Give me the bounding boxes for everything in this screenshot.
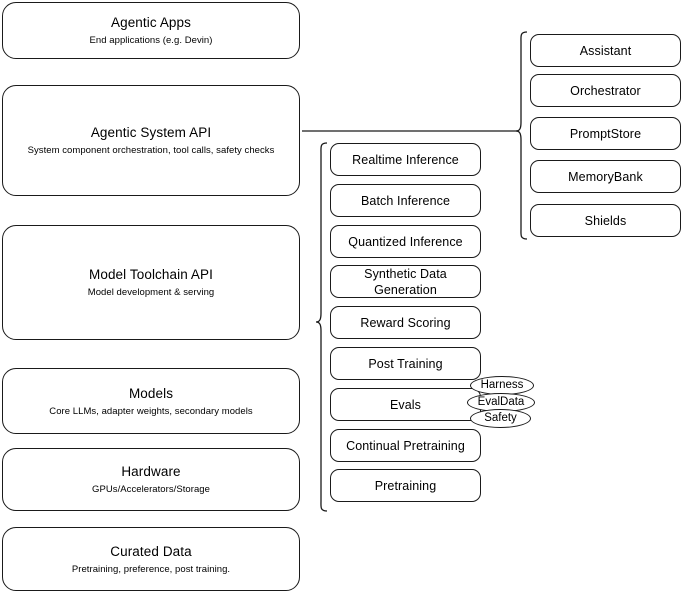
capability-quantized-inference[interactable]: Quantized Inference xyxy=(330,225,481,258)
system-component-orchestrator[interactable]: Orchestrator xyxy=(530,74,681,107)
layer-title: Agentic System API xyxy=(90,125,212,140)
system-component-label: PromptStore xyxy=(569,126,642,141)
eval-tag-safety[interactable]: Safety xyxy=(470,409,531,428)
capability-label: Synthetic Data Generation xyxy=(364,266,447,297)
layer-subtitle: Model development & serving xyxy=(87,287,215,298)
capability-label: Reward Scoring xyxy=(360,315,451,330)
layer-subtitle: Core LLMs, adapter weights, secondary mo… xyxy=(49,405,253,417)
layer-card-agentic-apps[interactable]: Agentic Apps End applications (e.g. Devi… xyxy=(2,2,300,59)
layer-subtitle: System component orchestration, tool cal… xyxy=(27,145,275,156)
eval-tag-label: Harness xyxy=(480,379,524,391)
brace-system-components xyxy=(515,31,528,240)
capability-continual-pretraining[interactable]: Continual Pretraining xyxy=(330,429,481,462)
eval-tag-label: Safety xyxy=(484,412,517,424)
system-component-memorybank[interactable]: MemoryBank xyxy=(530,160,681,193)
eval-tag-label: EvalData xyxy=(477,396,525,408)
system-component-label: MemoryBank xyxy=(568,169,643,184)
layer-subtitle: End applications (e.g. Devin) xyxy=(89,35,213,46)
layer-card-curated-data[interactable]: Curated Data Pretraining, preference, po… xyxy=(2,527,300,591)
brace-toolchain-capabilities xyxy=(315,142,328,512)
capability-label: Quantized Inference xyxy=(348,234,463,249)
capability-reward-scoring[interactable]: Reward Scoring xyxy=(330,306,481,339)
capability-label: Pretraining xyxy=(374,478,437,493)
system-component-label: Assistant xyxy=(579,43,632,58)
capability-label: Evals xyxy=(389,397,422,412)
capability-label: Realtime Inference xyxy=(352,152,459,167)
layer-card-hardware[interactable]: Hardware GPUs/Accelerators/Storage xyxy=(2,448,300,511)
system-component-label: Orchestrator xyxy=(570,83,641,98)
layer-title: Model Toolchain API xyxy=(89,267,213,282)
layer-title: Curated Data xyxy=(110,543,192,559)
layer-card-agentic-system-api[interactable]: Agentic System API System component orch… xyxy=(2,85,300,196)
system-component-assistant[interactable]: Assistant xyxy=(530,34,681,67)
layer-title: Models xyxy=(128,385,174,401)
system-component-promptstore[interactable]: PromptStore xyxy=(530,117,681,150)
layer-card-model-toolchain-api[interactable]: Model Toolchain API Model development & … xyxy=(2,225,300,340)
capability-batch-inference[interactable]: Batch Inference xyxy=(330,184,481,217)
layer-title: Agentic Apps xyxy=(110,15,191,30)
capability-realtime-inference[interactable]: Realtime Inference xyxy=(330,143,481,176)
layer-subtitle: GPUs/Accelerators/Storage xyxy=(92,484,210,495)
layer-card-models[interactable]: Models Core LLMs, adapter weights, secon… xyxy=(2,368,300,434)
capability-label: Batch Inference xyxy=(360,193,451,208)
layer-title: Hardware xyxy=(121,464,181,479)
system-component-shields[interactable]: Shields xyxy=(530,204,681,237)
capability-pretraining[interactable]: Pretraining xyxy=(330,469,481,502)
capability-label: Post Training xyxy=(368,356,443,371)
capability-evals[interactable]: Evals xyxy=(330,388,481,421)
capability-post-training[interactable]: Post Training xyxy=(330,347,481,380)
layer-subtitle: Pretraining, preference, post training. xyxy=(71,563,231,575)
capability-synthetic-data-generation[interactable]: Synthetic Data Generation xyxy=(330,265,481,298)
system-component-label: Shields xyxy=(584,213,627,228)
capability-label: Continual Pretraining xyxy=(346,438,465,453)
